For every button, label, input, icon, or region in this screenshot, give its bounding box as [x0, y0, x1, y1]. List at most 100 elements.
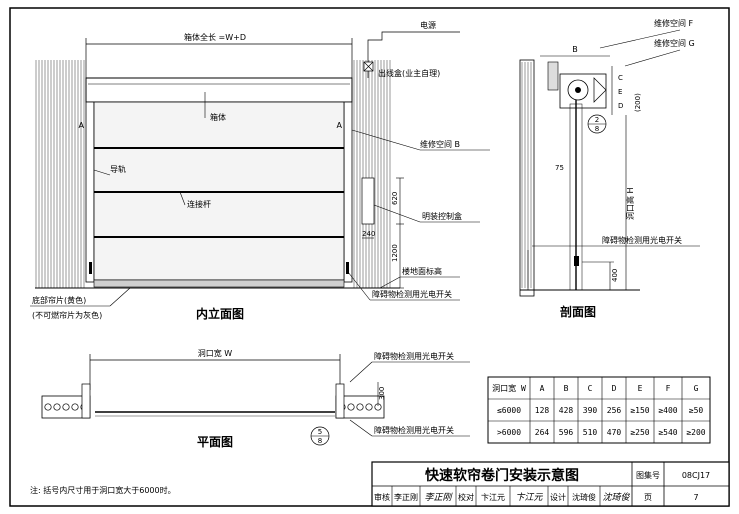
table-cell: >6000 [497, 428, 521, 437]
page-label: 页 [644, 493, 652, 502]
dim-400: 400 [611, 269, 619, 282]
overall-width-label: 箱体全长 =W+D [184, 32, 246, 42]
housing-post [81, 383, 91, 419]
section-ref-top: 2 [595, 116, 599, 124]
table-header-cell: B [564, 384, 569, 393]
page-no: 7 [693, 493, 698, 502]
plan-view: 洞口宽 W 300 障碍物检测用光电开关 障碍物检测用光电开关 5 8 平面图 [41, 348, 470, 449]
drawing-title: 快速软帘卷门安装示意图 [425, 467, 579, 484]
control-box-leader [373, 204, 421, 223]
plan-width-label: 洞口宽 W [198, 348, 233, 358]
reviewer: 李正刚 [394, 492, 418, 502]
checker-signature: 卞江元 [515, 492, 543, 503]
power-label: 电源 [420, 20, 436, 30]
housing-coil [62, 403, 70, 411]
table-cell: ≥50 [689, 406, 704, 415]
dim-75: 75 [555, 164, 564, 172]
plan-photo-top-leader [349, 361, 373, 383]
plan-photo-bottom-leader [349, 419, 373, 437]
section-photo-switch-label: 障碍物检测用光电开关 [602, 235, 682, 245]
table-cell: 390 [583, 406, 598, 415]
plan-right-housing [335, 383, 385, 419]
box-label: 箱体 [210, 112, 226, 122]
elevation-view: 箱体全长 =W+D A A 电源 出线盒(业主自理) 箱体 维修空间 [30, 20, 490, 321]
junction-box-label: 出线盒(业主自理) [378, 68, 440, 78]
left-guide-rail [85, 101, 95, 283]
table-cell: ≥250 [630, 428, 649, 437]
guide-rail-leader [93, 169, 111, 176]
section-photo-sensor [574, 256, 579, 266]
checker: 卞江元 [481, 492, 505, 502]
section-bracket [547, 61, 559, 91]
sheet-border [9, 7, 730, 507]
opening-height-label: 洞口高 H [625, 187, 635, 220]
guide-rail-label: 导轨 [110, 164, 126, 174]
bottom-curtain-note: (不可燃帘片为灰色) [32, 310, 102, 320]
dim-620: 620 [391, 192, 399, 205]
table-cell: 128 [535, 406, 550, 415]
service-f-leader [599, 29, 681, 49]
table-header-cell: C [588, 384, 593, 393]
plan-left-housing [41, 383, 91, 419]
service-b-leader [351, 129, 421, 151]
table-cell: ≥400 [658, 406, 677, 415]
title-block-frame [371, 461, 730, 507]
elevation-photo-switch-label: 障碍物检测用光电开关 [372, 289, 452, 299]
control-box-label: 明装控制盒 [422, 211, 462, 221]
section-motor [593, 77, 607, 103]
plan-ref-bottom: 8 [318, 437, 322, 445]
section-mark-right: A [337, 121, 343, 130]
floor-leader [379, 276, 401, 289]
table-header-cell: D [612, 384, 617, 393]
dim-c: C [618, 74, 623, 82]
section-view: B 维修空间 F 维修空间 G 2 8 C E D (200) 75 洞口高 H [519, 18, 700, 319]
designer-signature: 沈琦俊 [602, 492, 630, 503]
housing-coil [53, 403, 61, 411]
housing-coil [347, 403, 355, 411]
design-label: 设计 [550, 492, 566, 502]
designer: 沈琦俊 [572, 492, 596, 502]
table-header-cell: F [666, 384, 671, 393]
box-housing [85, 77, 353, 103]
dim-d: D [618, 102, 623, 110]
right-guide-rail [343, 101, 353, 283]
table-header-cell: A [540, 384, 545, 393]
table-header-cell: 洞口宽 W [492, 383, 526, 393]
bottom-curtain-label: 底部帘片(黄色) [32, 295, 86, 305]
section-ref-bottom: 8 [595, 125, 599, 133]
atlas-no: 08CJ17 [682, 471, 710, 480]
right-photo-sensor [346, 262, 349, 274]
table-header-cell: G [694, 384, 699, 393]
table-cell: 470 [607, 428, 622, 437]
table-cell: ≥200 [686, 428, 705, 437]
service-g-label: 维修空间 G [654, 38, 695, 48]
dim-1200: 1200 [391, 244, 399, 262]
dim-b: B [572, 45, 578, 54]
housing-coil [356, 403, 364, 411]
elevation-title: 内立面图 [196, 306, 244, 321]
footnote: 注: 括号内尺寸用于洞口宽大于6000时。 [30, 485, 176, 495]
photo-switch-leader [347, 271, 371, 301]
plan-photo-switch-top: 障碍物检测用光电开关 [374, 351, 454, 361]
check-label: 校对 [458, 492, 474, 502]
bottom-curtain [93, 279, 345, 288]
connecting-rod-leader [179, 191, 186, 206]
table-cell: ≥540 [658, 428, 677, 437]
table-cell: 428 [559, 406, 574, 415]
plan-ref-top: 5 [318, 428, 322, 436]
housing-coil [44, 403, 52, 411]
table-cell: 264 [535, 428, 550, 437]
plan-dim-300: 300 [378, 387, 386, 400]
review-label: 审核 [374, 492, 390, 502]
left-photo-sensor [89, 262, 92, 274]
section-wall [519, 59, 535, 297]
dim-e: E [618, 88, 622, 96]
section-title: 剖面图 [560, 304, 596, 319]
table-cell: 596 [559, 428, 574, 437]
table-frame [487, 376, 711, 444]
section-mark-left: A [79, 121, 85, 130]
left-wall-hatching [35, 60, 85, 288]
service-b-label: 维修空间 B [420, 139, 460, 149]
